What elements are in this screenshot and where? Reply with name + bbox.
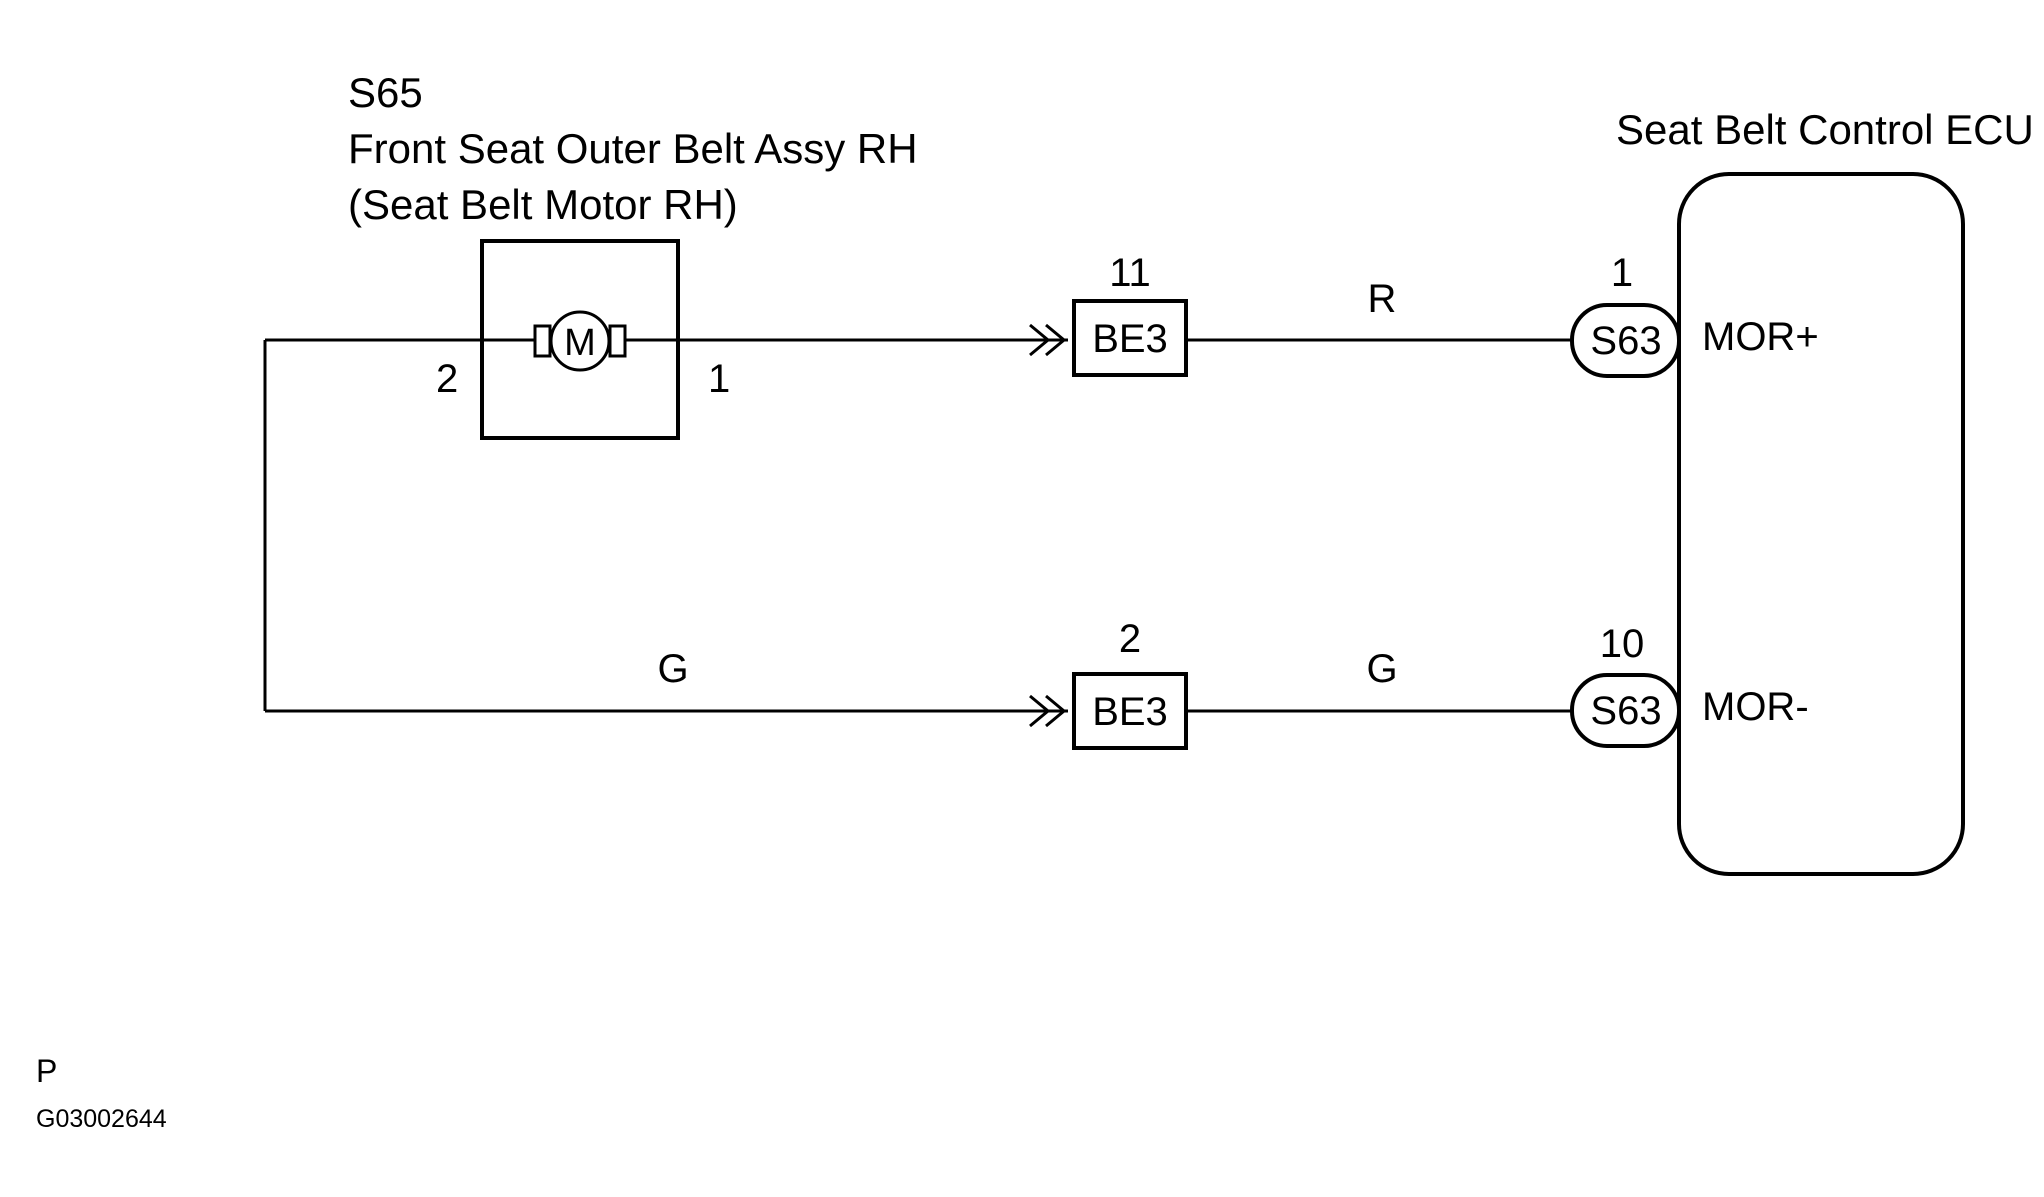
connector-arrow-icon bbox=[1045, 694, 1067, 728]
junction-bottom-connector: BE3 bbox=[1092, 690, 1168, 734]
motor-circle-icon bbox=[549, 310, 611, 372]
motor-symbol-letter: M bbox=[564, 322, 596, 364]
motor-brush-right-icon bbox=[608, 324, 627, 358]
ecu-connector-bottom bbox=[1570, 673, 1681, 748]
junction-bottom: BE3 2 bbox=[1029, 617, 1188, 750]
motor-pin-left: 2 bbox=[436, 357, 458, 401]
ecu-body bbox=[1677, 172, 1965, 876]
motor-component-name: Front Seat Outer Belt Assy RH bbox=[348, 125, 918, 172]
junction-top-connector: BE3 bbox=[1092, 317, 1168, 361]
junction-bottom-pin: 2 bbox=[1119, 617, 1141, 661]
connector-arrow-icon bbox=[1029, 323, 1051, 357]
figure-id: G03002644 bbox=[36, 1105, 167, 1133]
motor-component-subname: (Seat Belt Motor RH) bbox=[348, 181, 738, 228]
ecu-terminal-bottom: 10 bbox=[1600, 622, 1645, 666]
junction-top-box bbox=[1072, 299, 1188, 377]
motor-component-code: S65 bbox=[348, 69, 423, 116]
motor-brush-left-icon bbox=[533, 324, 552, 358]
connector-arrow-icon bbox=[1045, 323, 1067, 357]
ecu-connector-top bbox=[1570, 303, 1681, 378]
ecu-connector-top-label: S63 bbox=[1590, 319, 1661, 363]
connector-arrow-icon bbox=[1029, 694, 1051, 728]
ecu-connector-bottom-label: S63 bbox=[1590, 689, 1661, 733]
wire-color-label: G bbox=[657, 647, 688, 691]
junction-bottom-box bbox=[1072, 672, 1188, 750]
ecu-terminal-top: 1 bbox=[1611, 251, 1633, 295]
ecu-signal-top: MOR+ bbox=[1702, 315, 1819, 359]
junction-top-pin: 11 bbox=[1109, 251, 1151, 295]
ecu-pin-top: S63 1 MOR+ bbox=[1570, 251, 1819, 378]
ecu-name: Seat Belt Control ECU bbox=[1616, 106, 2034, 153]
page-code: P bbox=[36, 1053, 57, 1089]
motor-pin-right: 1 bbox=[708, 357, 730, 401]
motor-symbol: M bbox=[533, 310, 627, 372]
junction-top: BE3 11 bbox=[1029, 251, 1188, 377]
ecu-pin-bottom: S63 10 MOR- bbox=[1570, 622, 1809, 748]
wire-color-label: R bbox=[1368, 277, 1397, 321]
ecu-signal-bottom: MOR- bbox=[1702, 685, 1809, 729]
wire-color-label: G bbox=[1366, 647, 1397, 691]
